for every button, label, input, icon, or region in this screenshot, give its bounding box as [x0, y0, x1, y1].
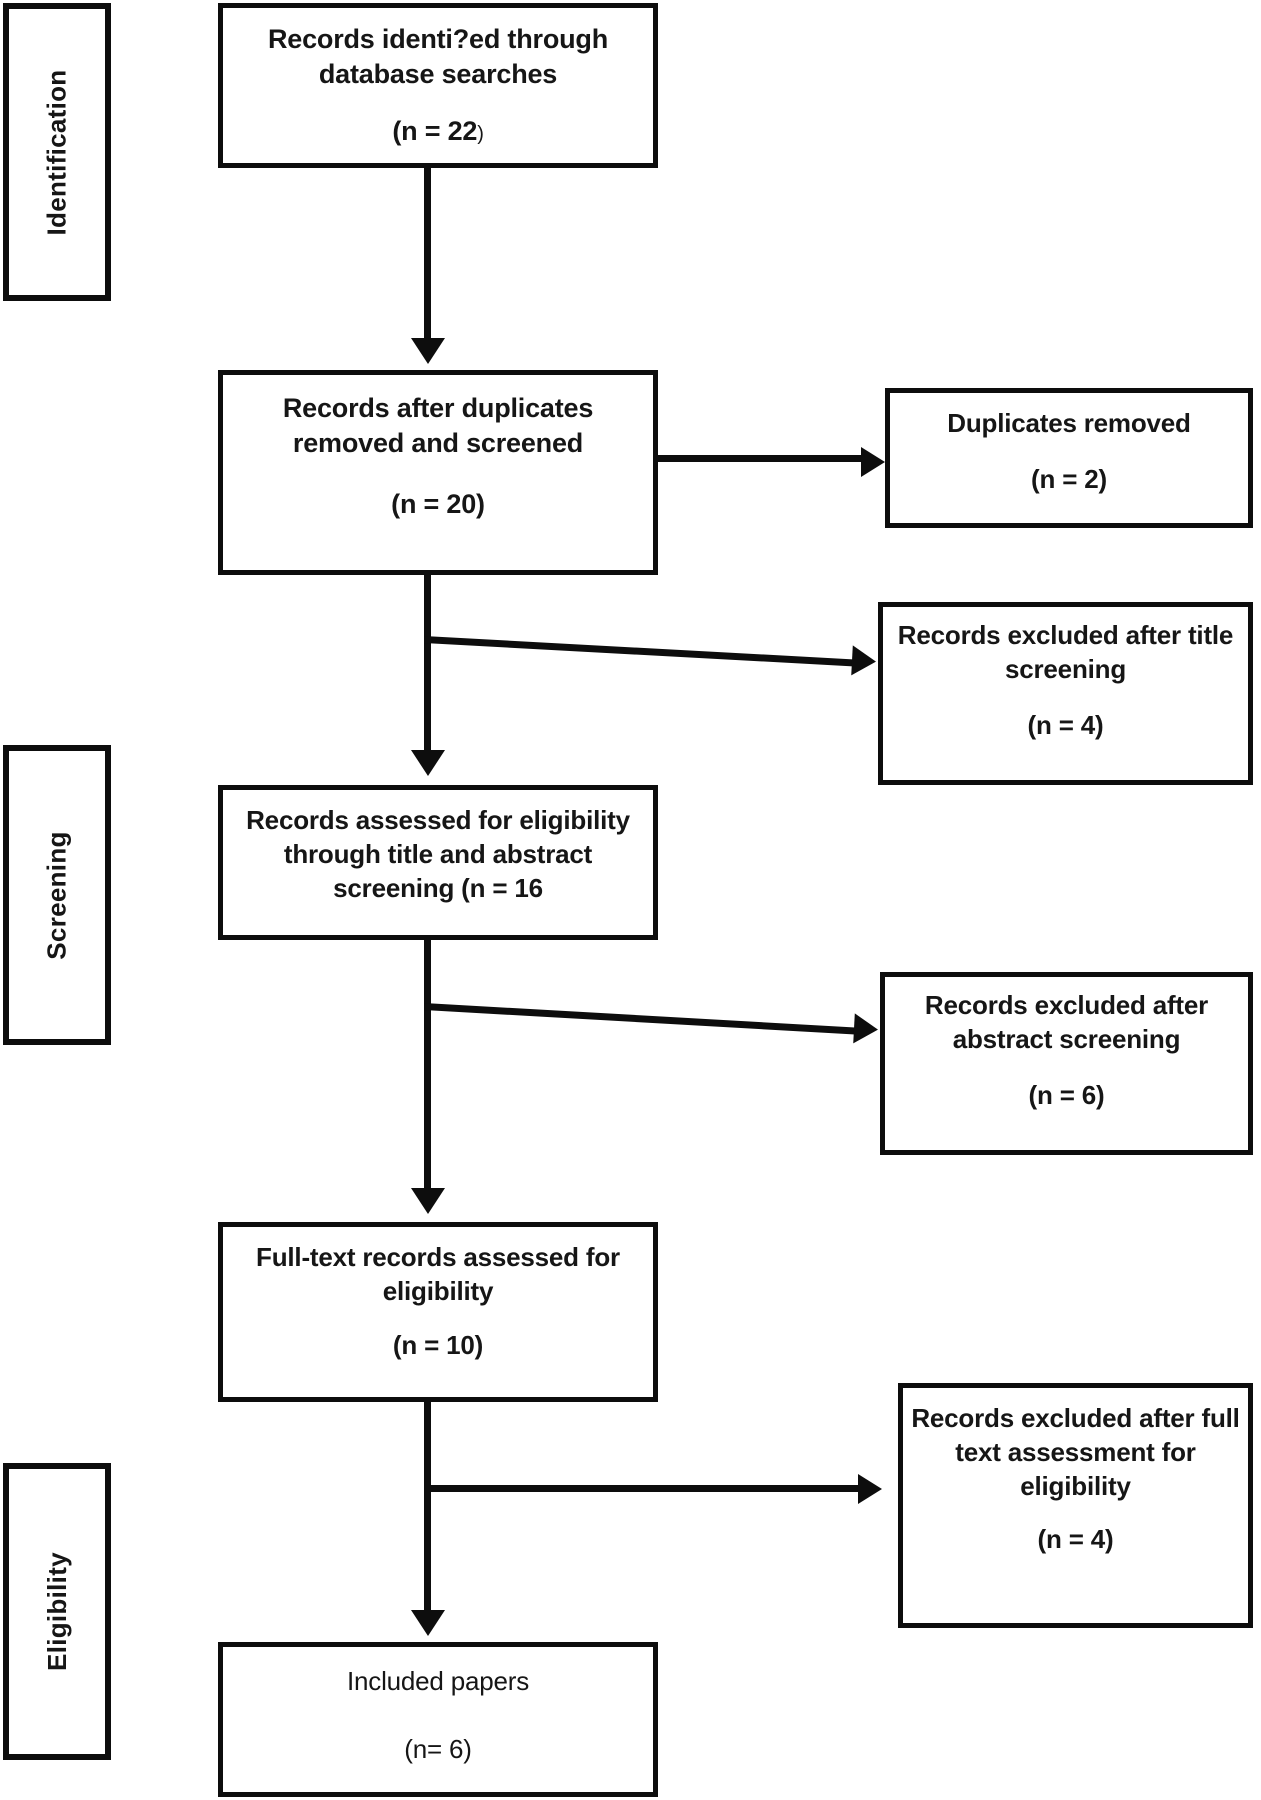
box-excluded-abstract-screening-line2: abstract screening	[952, 1023, 1181, 1054]
box-excluded-full-text-line3: eligibility	[1020, 1470, 1131, 1501]
box-included-papers-line1: Included papers	[346, 1666, 530, 1696]
stage-label-identification: Identification	[3, 3, 111, 301]
box-records-identified-line2: database searches	[318, 59, 558, 90]
box-full-text-assessed: Full-text records assessed for eligibili…	[218, 1222, 658, 1402]
arrowhead-identified-to-duplicates	[411, 338, 445, 364]
box-records-assessed-eligibility-line3: screening (n = 16	[333, 872, 543, 903]
connector-identified-to-duplicates	[424, 168, 431, 340]
arrowhead-to-excluded-fulltext	[858, 1474, 882, 1504]
box-excluded-abstract-screening-line1: Records excluded after	[924, 990, 1209, 1020]
box-excluded-full-text-count: (n = 4)	[1037, 1524, 1114, 1555]
box-records-after-duplicates-line1: Records after duplicates	[282, 393, 594, 423]
box-excluded-abstract-screening-count: (n = 6)	[1028, 1079, 1105, 1110]
arrowhead-to-duplicates-removed	[861, 447, 885, 477]
box-full-text-assessed-count: (n = 10)	[392, 1329, 484, 1360]
box-records-assessed-eligibility-line1: Records assessed for eligibility	[246, 805, 630, 835]
box-excluded-title-screening-line1: Records excluded after title	[897, 620, 1234, 650]
box-duplicates-removed: Duplicates removed (n = 2)	[885, 388, 1253, 528]
box-records-after-duplicates: Records after duplicates removed and scr…	[218, 370, 658, 575]
stage-label-identification-text: Identification	[41, 69, 72, 235]
box-records-identified-count: (n = 22)	[392, 116, 484, 147]
box-records-after-duplicates-count: (n = 20)	[391, 489, 485, 520]
box-excluded-title-screening-line2: screening	[1004, 653, 1127, 684]
box-full-text-assessed-line1: Full-text records assessed for	[256, 1242, 620, 1272]
connector-assessed-to-fulltext	[424, 940, 431, 1190]
arrowhead-fulltext-to-included	[411, 1610, 445, 1636]
arrowhead-assessed-to-fulltext	[411, 1188, 445, 1214]
connector-to-excluded-abstract	[424, 1003, 864, 1035]
box-full-text-assessed-line2: eligibility	[382, 1275, 494, 1306]
box-records-identified: Records identi?ed through database searc…	[218, 3, 658, 168]
stage-label-eligibility-text: Eligibility	[41, 1552, 72, 1671]
box-duplicates-removed-line1: Duplicates removed	[947, 408, 1191, 438]
box-excluded-abstract-screening: Records excluded after abstract screenin…	[880, 972, 1253, 1155]
box-excluded-title-screening: Records excluded after title screening (…	[878, 602, 1253, 785]
box-duplicates-removed-count: (n = 2)	[1031, 463, 1107, 494]
box-records-identified-line1: Records identi?ed through	[267, 24, 608, 54]
stage-label-screening-text: Screening	[41, 830, 72, 960]
connector-duplicates-to-assessed	[424, 575, 431, 753]
arrowhead-to-excluded-abstract	[853, 1013, 879, 1045]
arrowhead-duplicates-to-assessed	[411, 750, 445, 776]
connector-to-duplicates-removed	[655, 455, 865, 462]
connector-to-excluded-title	[424, 636, 864, 667]
box-included-papers-count: (n= 6)	[404, 1733, 472, 1764]
box-excluded-title-screening-count: (n = 4)	[1027, 709, 1104, 740]
box-excluded-full-text: Records excluded after full text assessm…	[898, 1383, 1253, 1628]
connector-to-excluded-fulltext	[424, 1485, 862, 1492]
arrowhead-to-excluded-title	[851, 645, 877, 677]
stage-label-screening: Screening	[3, 745, 111, 1045]
box-excluded-full-text-line1: Records excluded after full	[911, 1403, 1240, 1433]
connector-fulltext-to-included	[424, 1402, 431, 1612]
box-included-papers: Included papers (n= 6)	[218, 1642, 658, 1797]
box-records-assessed-eligibility: Records assessed for eligibility through…	[218, 785, 658, 940]
box-excluded-full-text-line2: text assessment for	[955, 1436, 1196, 1467]
stage-label-eligibility: Eligibility	[3, 1463, 111, 1760]
box-records-after-duplicates-line2: removed and screened	[292, 428, 584, 459]
box-records-assessed-eligibility-line2: through title and abstract	[283, 838, 593, 869]
